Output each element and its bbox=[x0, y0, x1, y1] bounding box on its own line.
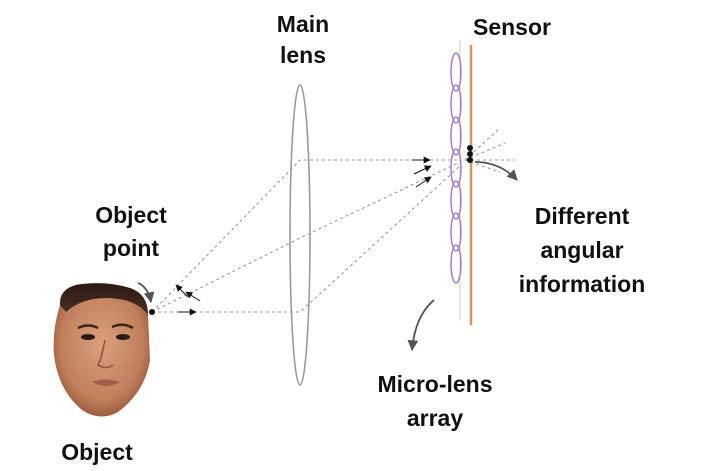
micro-lens bbox=[450, 116, 462, 156]
arrowhead-mla-2 bbox=[413, 165, 432, 175]
sensor-point bbox=[467, 157, 473, 163]
micro-lens bbox=[450, 244, 462, 284]
micro-lens-array-label-line2: array bbox=[407, 405, 463, 431]
object-point-label-line1: Object bbox=[95, 202, 167, 228]
sensor-points bbox=[467, 145, 473, 163]
sensor-point bbox=[467, 151, 473, 157]
sensor-point bbox=[467, 145, 473, 151]
micro-lens bbox=[450, 180, 462, 220]
micro-lens bbox=[450, 84, 462, 124]
different-angular-label-line2: angular bbox=[540, 237, 623, 263]
ray-bottom bbox=[152, 165, 461, 313]
pointer-arrow-object-point bbox=[137, 282, 155, 304]
main-lens-label-line1: Main bbox=[277, 11, 329, 37]
pointer-arrow-microlens bbox=[407, 299, 435, 352]
micro-lens-array-label-line1: Micro-lens bbox=[377, 371, 492, 397]
object-label: Object bbox=[61, 439, 133, 465]
arrowhead-middle-ray bbox=[185, 291, 201, 302]
micro-lens-array bbox=[450, 40, 462, 320]
sensor-label: Sensor bbox=[473, 14, 551, 40]
arrowhead-top-ray bbox=[175, 284, 189, 298]
object-point bbox=[149, 309, 155, 315]
face-photo-icon bbox=[53, 283, 150, 417]
pointer-arrow-different bbox=[474, 161, 518, 181]
arrowhead-mla-3 bbox=[415, 176, 432, 188]
micro-lens bbox=[450, 52, 462, 92]
object-point-label-line2: point bbox=[103, 235, 160, 261]
different-angular-label-line3: information bbox=[519, 271, 646, 297]
different-angular-label-line1: Different bbox=[535, 203, 630, 229]
main-lens bbox=[289, 84, 311, 386]
ray-arrowheads bbox=[175, 156, 432, 316]
ray-top bbox=[151, 159, 460, 313]
ray-middle bbox=[151, 161, 461, 313]
main-lens-label-line2: lens bbox=[280, 42, 326, 68]
micro-lens bbox=[450, 212, 462, 252]
micro-lens bbox=[450, 148, 462, 188]
